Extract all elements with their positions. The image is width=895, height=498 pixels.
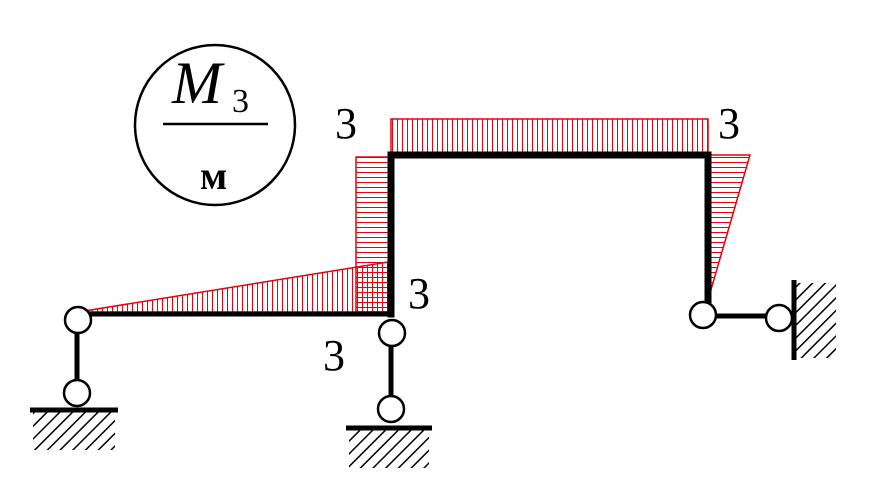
diagram-left-beam bbox=[77, 261, 389, 313]
diagram-right-column bbox=[707, 154, 751, 301]
hinge-left-support bbox=[62, 378, 92, 408]
hinges bbox=[62, 300, 794, 424]
moment-labels: 3 3 3 3 bbox=[323, 99, 740, 380]
legend-symbol: M bbox=[171, 50, 225, 116]
legend: M 3 м bbox=[133, 43, 297, 207]
diagram-top-beam bbox=[390, 118, 709, 156]
right-wall-hatch bbox=[794, 283, 836, 358]
label-right-corner-top: 3 bbox=[718, 99, 740, 148]
label-left-corner-right: 3 bbox=[408, 269, 430, 318]
hinge-middle-top bbox=[377, 318, 407, 348]
label-left-corner-top: 3 bbox=[335, 99, 357, 148]
hinge-left-beam-end bbox=[63, 305, 93, 335]
left-ground-hatch bbox=[33, 410, 115, 450]
frame bbox=[74, 151, 782, 411]
hinge-right-column bbox=[688, 300, 718, 330]
label-left-corner-bottom: 3 bbox=[323, 331, 345, 380]
hinge-middle-bottom bbox=[376, 394, 406, 424]
supports bbox=[30, 280, 836, 468]
legend-subscript: 3 bbox=[232, 83, 249, 120]
middle-ground-hatch bbox=[349, 428, 429, 468]
hinge-right-wall bbox=[764, 303, 794, 333]
legend-unit: м bbox=[200, 153, 227, 198]
